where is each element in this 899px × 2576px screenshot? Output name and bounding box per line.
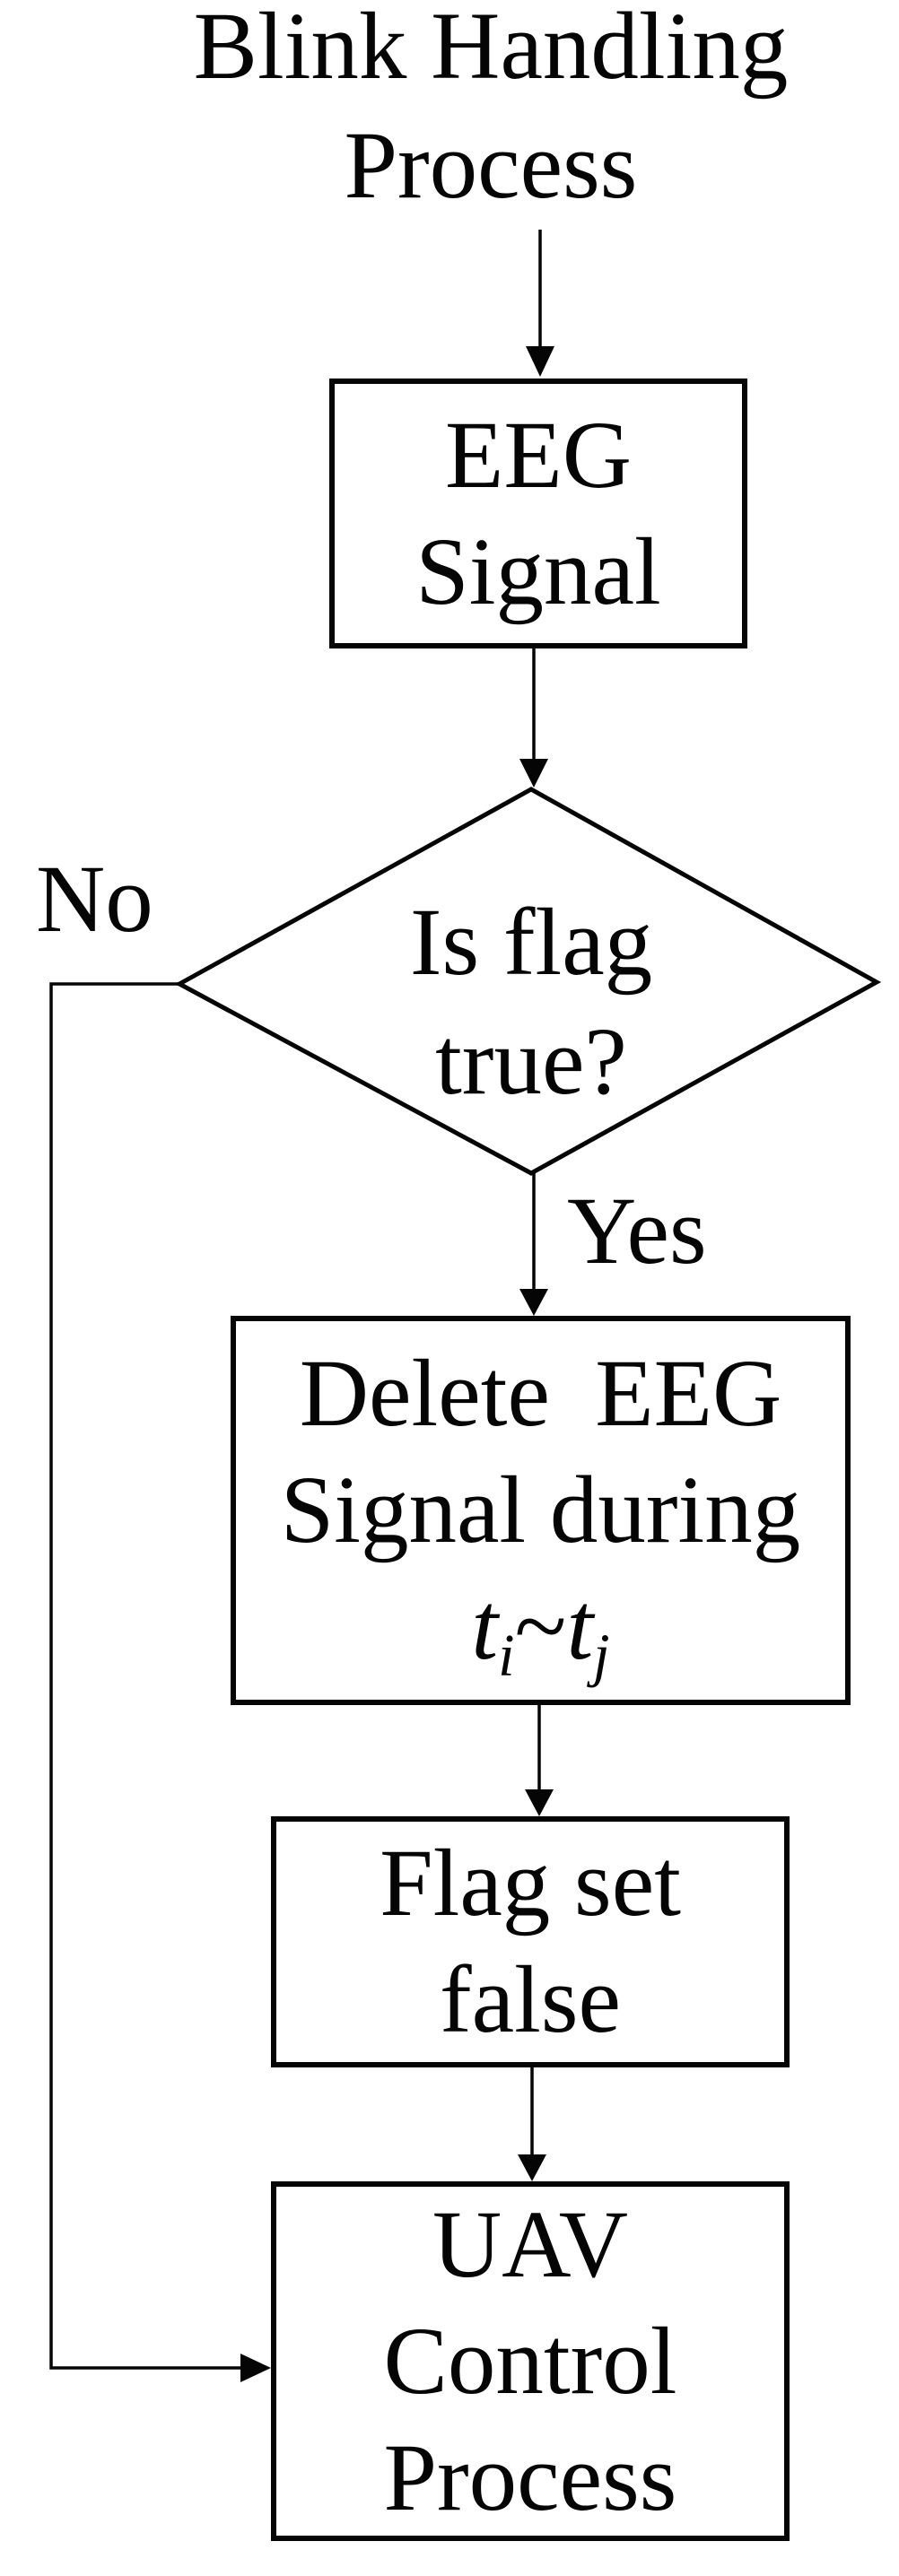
decision-diamond <box>174 787 882 1176</box>
node-uav-line1: UAV <box>432 2191 629 2298</box>
node-eeg-signal-line1: EEG <box>445 402 632 509</box>
node-eeg-signal: EEG Signal <box>329 379 747 648</box>
node-flag-set-false: Flag set false <box>271 1816 790 2067</box>
arrowhead-delete-to-flag <box>525 1789 554 1816</box>
node-decision-label: Is flag true? <box>352 883 711 1122</box>
math-t1: t <box>471 1574 499 1680</box>
flowchart-title-line2: Process <box>344 113 638 219</box>
node-decision-line2: true? <box>435 1009 627 1115</box>
flowchart-title: Blink Handling Process <box>83 0 899 226</box>
math-t2: t <box>566 1574 594 1680</box>
node-uav-control-process: UAV Control Process <box>271 2181 790 2541</box>
branch-label-yes: Yes <box>567 1179 707 1284</box>
node-decision-line1: Is flag <box>409 890 653 996</box>
node-delete-eeg: Delete EEG Signal during ti~tj <box>231 1316 851 1705</box>
node-eeg-signal-line2: Signal <box>415 518 661 625</box>
node-uav-line3: Process <box>383 2424 677 2531</box>
math-tilde: ~ <box>514 1574 567 1680</box>
arrowhead-flag-to-uav <box>518 2154 546 2181</box>
math-sub-i: i <box>498 1623 515 1689</box>
math-sub-j: j <box>593 1623 610 1689</box>
arrowhead-eeg-to-decision <box>519 759 548 788</box>
arrowhead-no-to-uav <box>240 2354 271 2382</box>
node-delete-eeg-math: ti~tj <box>471 1569 609 1685</box>
node-delete-eeg-line2: Signal during <box>280 1458 801 1563</box>
flowchart-title-line1: Blink Handling <box>193 0 789 100</box>
node-uav-line2: Control <box>383 2308 677 2415</box>
branch-label-no: No <box>36 847 153 953</box>
edge-no-loop <box>49 982 242 2370</box>
arrowhead-title-to-eeg <box>526 346 554 377</box>
arrowhead-decision-to-delete <box>519 1289 548 1316</box>
node-flag-set-line2: false <box>440 1947 621 2053</box>
node-delete-eeg-line1: Delete EEG <box>299 1341 782 1447</box>
node-flag-set-line1: Flag set <box>380 1831 681 1936</box>
